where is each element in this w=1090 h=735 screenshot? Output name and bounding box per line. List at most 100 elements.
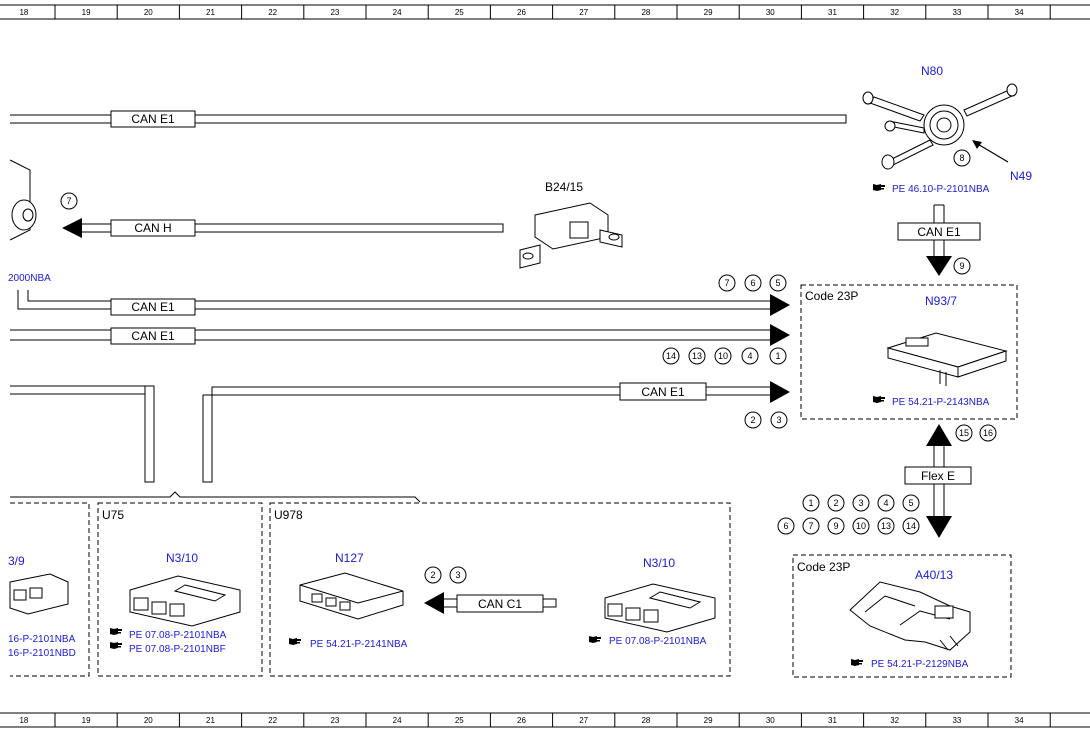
ruler-tick-label: 25 bbox=[455, 716, 464, 725]
ruler-tick-label: 30 bbox=[766, 8, 775, 17]
n80-label: N80 bbox=[921, 64, 943, 78]
n3-10-a-label: N3/10 bbox=[166, 551, 198, 565]
ruler-tick-label: 19 bbox=[82, 716, 91, 725]
svg-text:15: 15 bbox=[959, 428, 969, 438]
svg-text:6: 6 bbox=[750, 278, 755, 288]
can-e1-mid-bus-1: CAN E1 bbox=[17, 290, 790, 316]
ruler-tick-label: 32 bbox=[890, 716, 899, 725]
svg-text:4: 4 bbox=[747, 351, 752, 361]
reference-book-icon bbox=[110, 642, 122, 649]
svg-text:10: 10 bbox=[856, 521, 866, 531]
n93-7-drawing-icon bbox=[886, 332, 1008, 386]
flex-e-label: Flex E bbox=[921, 469, 955, 483]
ruler-tick-label: 25 bbox=[455, 8, 464, 17]
can-e1-top-label: CAN E1 bbox=[131, 112, 175, 126]
can-e1-low-label: CAN E1 bbox=[641, 385, 685, 399]
flex-row2-pin-circles: 6 7 9 10 13 14 bbox=[777, 517, 920, 535]
code23p-top-label: Code 23P bbox=[805, 289, 858, 303]
svg-text:3: 3 bbox=[776, 415, 781, 425]
can-e1-vertical-bus: CAN E1 bbox=[897, 204, 981, 276]
n3-10-b-drawing-icon bbox=[604, 583, 716, 633]
ruler-tick-label: 24 bbox=[393, 8, 402, 17]
can-e1-top-bus: CAN E1 bbox=[10, 110, 847, 128]
svg-text:7: 7 bbox=[724, 278, 729, 288]
n3-10-b-reference: PE 07.08-P-2101NBA bbox=[609, 636, 707, 647]
ruler-tick-label: 21 bbox=[206, 716, 215, 725]
ruler-tick-label: 21 bbox=[206, 8, 215, 17]
ruler-tick-label: 28 bbox=[641, 716, 650, 725]
ruler-tick-label: 26 bbox=[517, 716, 526, 725]
can-e1-mid2-label: CAN E1 bbox=[131, 329, 175, 343]
can-c1-pin-circles: 2 3 bbox=[424, 566, 467, 584]
a40-13-label: A40/13 bbox=[915, 568, 953, 582]
can-c1-label: CAN C1 bbox=[478, 597, 522, 611]
ruler-tick-label: 27 bbox=[579, 716, 588, 725]
ruler-tick-label: 18 bbox=[19, 716, 28, 725]
can-e1-mid1-label: CAN E1 bbox=[131, 300, 175, 314]
ruler-tick-label: 22 bbox=[268, 8, 277, 17]
n80-drawing-icon bbox=[862, 83, 1018, 170]
row2-pin-circles: 14 13 10 4 1 bbox=[662, 347, 787, 365]
left-cut-reference: 2000NBA bbox=[8, 273, 51, 284]
svg-text:9: 9 bbox=[959, 261, 964, 271]
u75-group: U75 N3/10 PE 07.08-P-2101NBA PE 07.08-P-… bbox=[97, 502, 263, 677]
row3-pin-circles: 2 3 bbox=[744, 411, 788, 429]
can-e1-mid-bus-2: CAN E1 bbox=[10, 324, 790, 346]
ruler-tick-label: 18 bbox=[19, 8, 28, 17]
n127-label: N127 bbox=[335, 551, 364, 565]
can-h-bus: CAN H bbox=[62, 218, 504, 238]
ruler-tick-label: 29 bbox=[704, 8, 713, 17]
svg-text:5: 5 bbox=[908, 498, 913, 508]
svg-text:6: 6 bbox=[783, 521, 788, 531]
n49-label: N49 bbox=[1010, 169, 1032, 183]
n127-reference: PE 54.21-P-2141NBA bbox=[310, 639, 408, 650]
can-e1-vertical-label: CAN E1 bbox=[917, 225, 961, 239]
reference-book-icon bbox=[873, 396, 885, 403]
code23p-bottom-label: Code 23P bbox=[797, 560, 850, 574]
reference-book-icon bbox=[873, 184, 885, 191]
n127-drawing-icon bbox=[299, 572, 404, 620]
ruler-tick-label: 20 bbox=[144, 716, 153, 725]
n80-reference: PE 46.10-P-2101NBA bbox=[892, 184, 990, 195]
ruler-tick-label: 23 bbox=[330, 8, 339, 17]
n93-7-reference: PE 54.21-P-2143NBA bbox=[892, 397, 990, 408]
flex-row1-pin-circles: 1 2 3 4 5 bbox=[802, 494, 920, 512]
svg-text:3: 3 bbox=[858, 498, 863, 508]
ruler-tick-label: 28 bbox=[641, 8, 650, 17]
u75-reference-b: PE 07.08-P-2101NBF bbox=[129, 644, 226, 655]
svg-text:2: 2 bbox=[833, 498, 838, 508]
can-e1-low-bus: CAN E1 bbox=[10, 381, 790, 483]
can-h-pin-circle: 7 bbox=[60, 192, 78, 210]
n3-9-group: 3/9 16-P-2101NBA 16-P-2101NBD bbox=[8, 502, 90, 677]
reference-book-icon bbox=[589, 636, 601, 643]
reference-book-icon bbox=[110, 628, 122, 635]
svg-text:2: 2 bbox=[430, 570, 435, 580]
flex-e-bus: Flex E bbox=[904, 424, 972, 538]
vertical-pin-circle: 9 bbox=[953, 257, 971, 275]
svg-text:7: 7 bbox=[66, 196, 71, 206]
n3-10-a-drawing-icon bbox=[129, 575, 241, 627]
u978-label: U978 bbox=[274, 508, 303, 522]
n80-steering-column-module: N80 8 N49 PE 46.10-P-2101NBA bbox=[862, 64, 1032, 195]
svg-text:16: 16 bbox=[983, 428, 993, 438]
svg-text:9: 9 bbox=[833, 521, 838, 531]
can-c1-bus: CAN C1 bbox=[424, 592, 557, 614]
u75-label: U75 bbox=[102, 508, 124, 522]
n3-9-drawing-icon bbox=[9, 573, 69, 615]
svg-text:1: 1 bbox=[808, 498, 813, 508]
group-bracket bbox=[10, 491, 421, 503]
svg-text:13: 13 bbox=[881, 521, 891, 531]
ruler-tick-label: 33 bbox=[952, 716, 961, 725]
b24-15-drawing-icon bbox=[519, 202, 623, 269]
n3-9-label: 3/9 bbox=[8, 554, 25, 568]
svg-text:13: 13 bbox=[692, 351, 702, 361]
ruler-tick-label: 34 bbox=[1015, 8, 1024, 17]
n93-7-label: N93/7 bbox=[925, 294, 957, 308]
ruler-tick-label: 26 bbox=[517, 8, 526, 17]
ruler-tick-label: 19 bbox=[82, 8, 91, 17]
reference-book-icon bbox=[851, 659, 863, 666]
svg-text:14: 14 bbox=[906, 521, 916, 531]
row1-pin-circles: 7 6 5 bbox=[718, 274, 787, 292]
